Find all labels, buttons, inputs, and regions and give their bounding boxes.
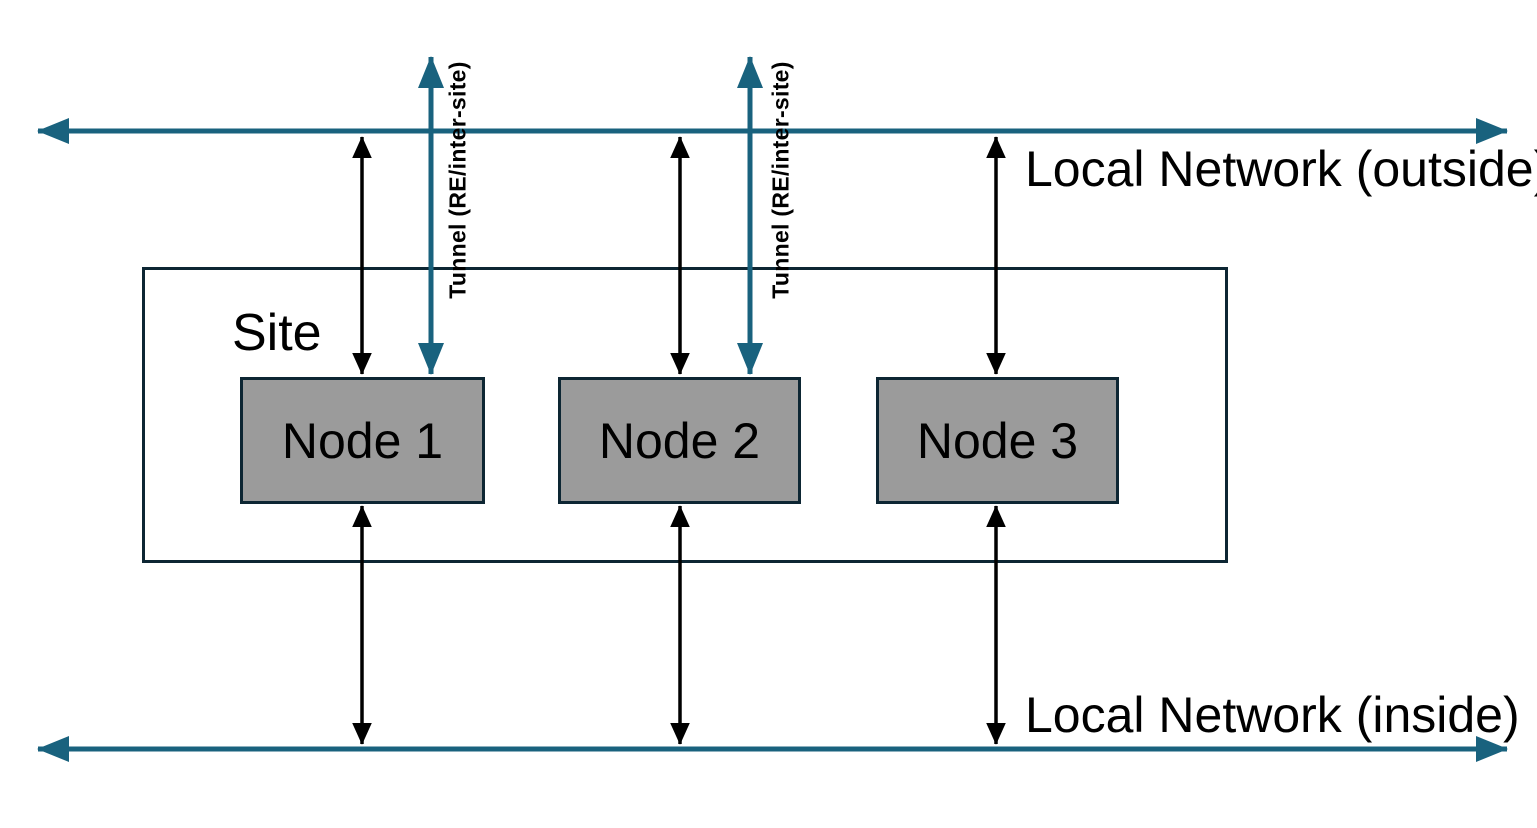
- outside-network-label: Local Network (outside): [1025, 141, 1537, 197]
- node3-box: Node 3: [876, 377, 1119, 504]
- node3-label: Node 3: [916, 412, 1079, 469]
- inside-network-label: Local Network (inside): [1025, 687, 1520, 743]
- tunnel1-label: Tunnel (RE/inter-site): [444, 61, 471, 299]
- node1-box: Node 1: [240, 377, 485, 504]
- node2-label: Node 2: [598, 412, 761, 469]
- tunnel2-label: Tunnel (RE/inter-site): [767, 61, 794, 299]
- node1-label: Node 1: [281, 412, 444, 469]
- node2-box: Node 2: [558, 377, 801, 504]
- site-label: Site: [232, 304, 322, 362]
